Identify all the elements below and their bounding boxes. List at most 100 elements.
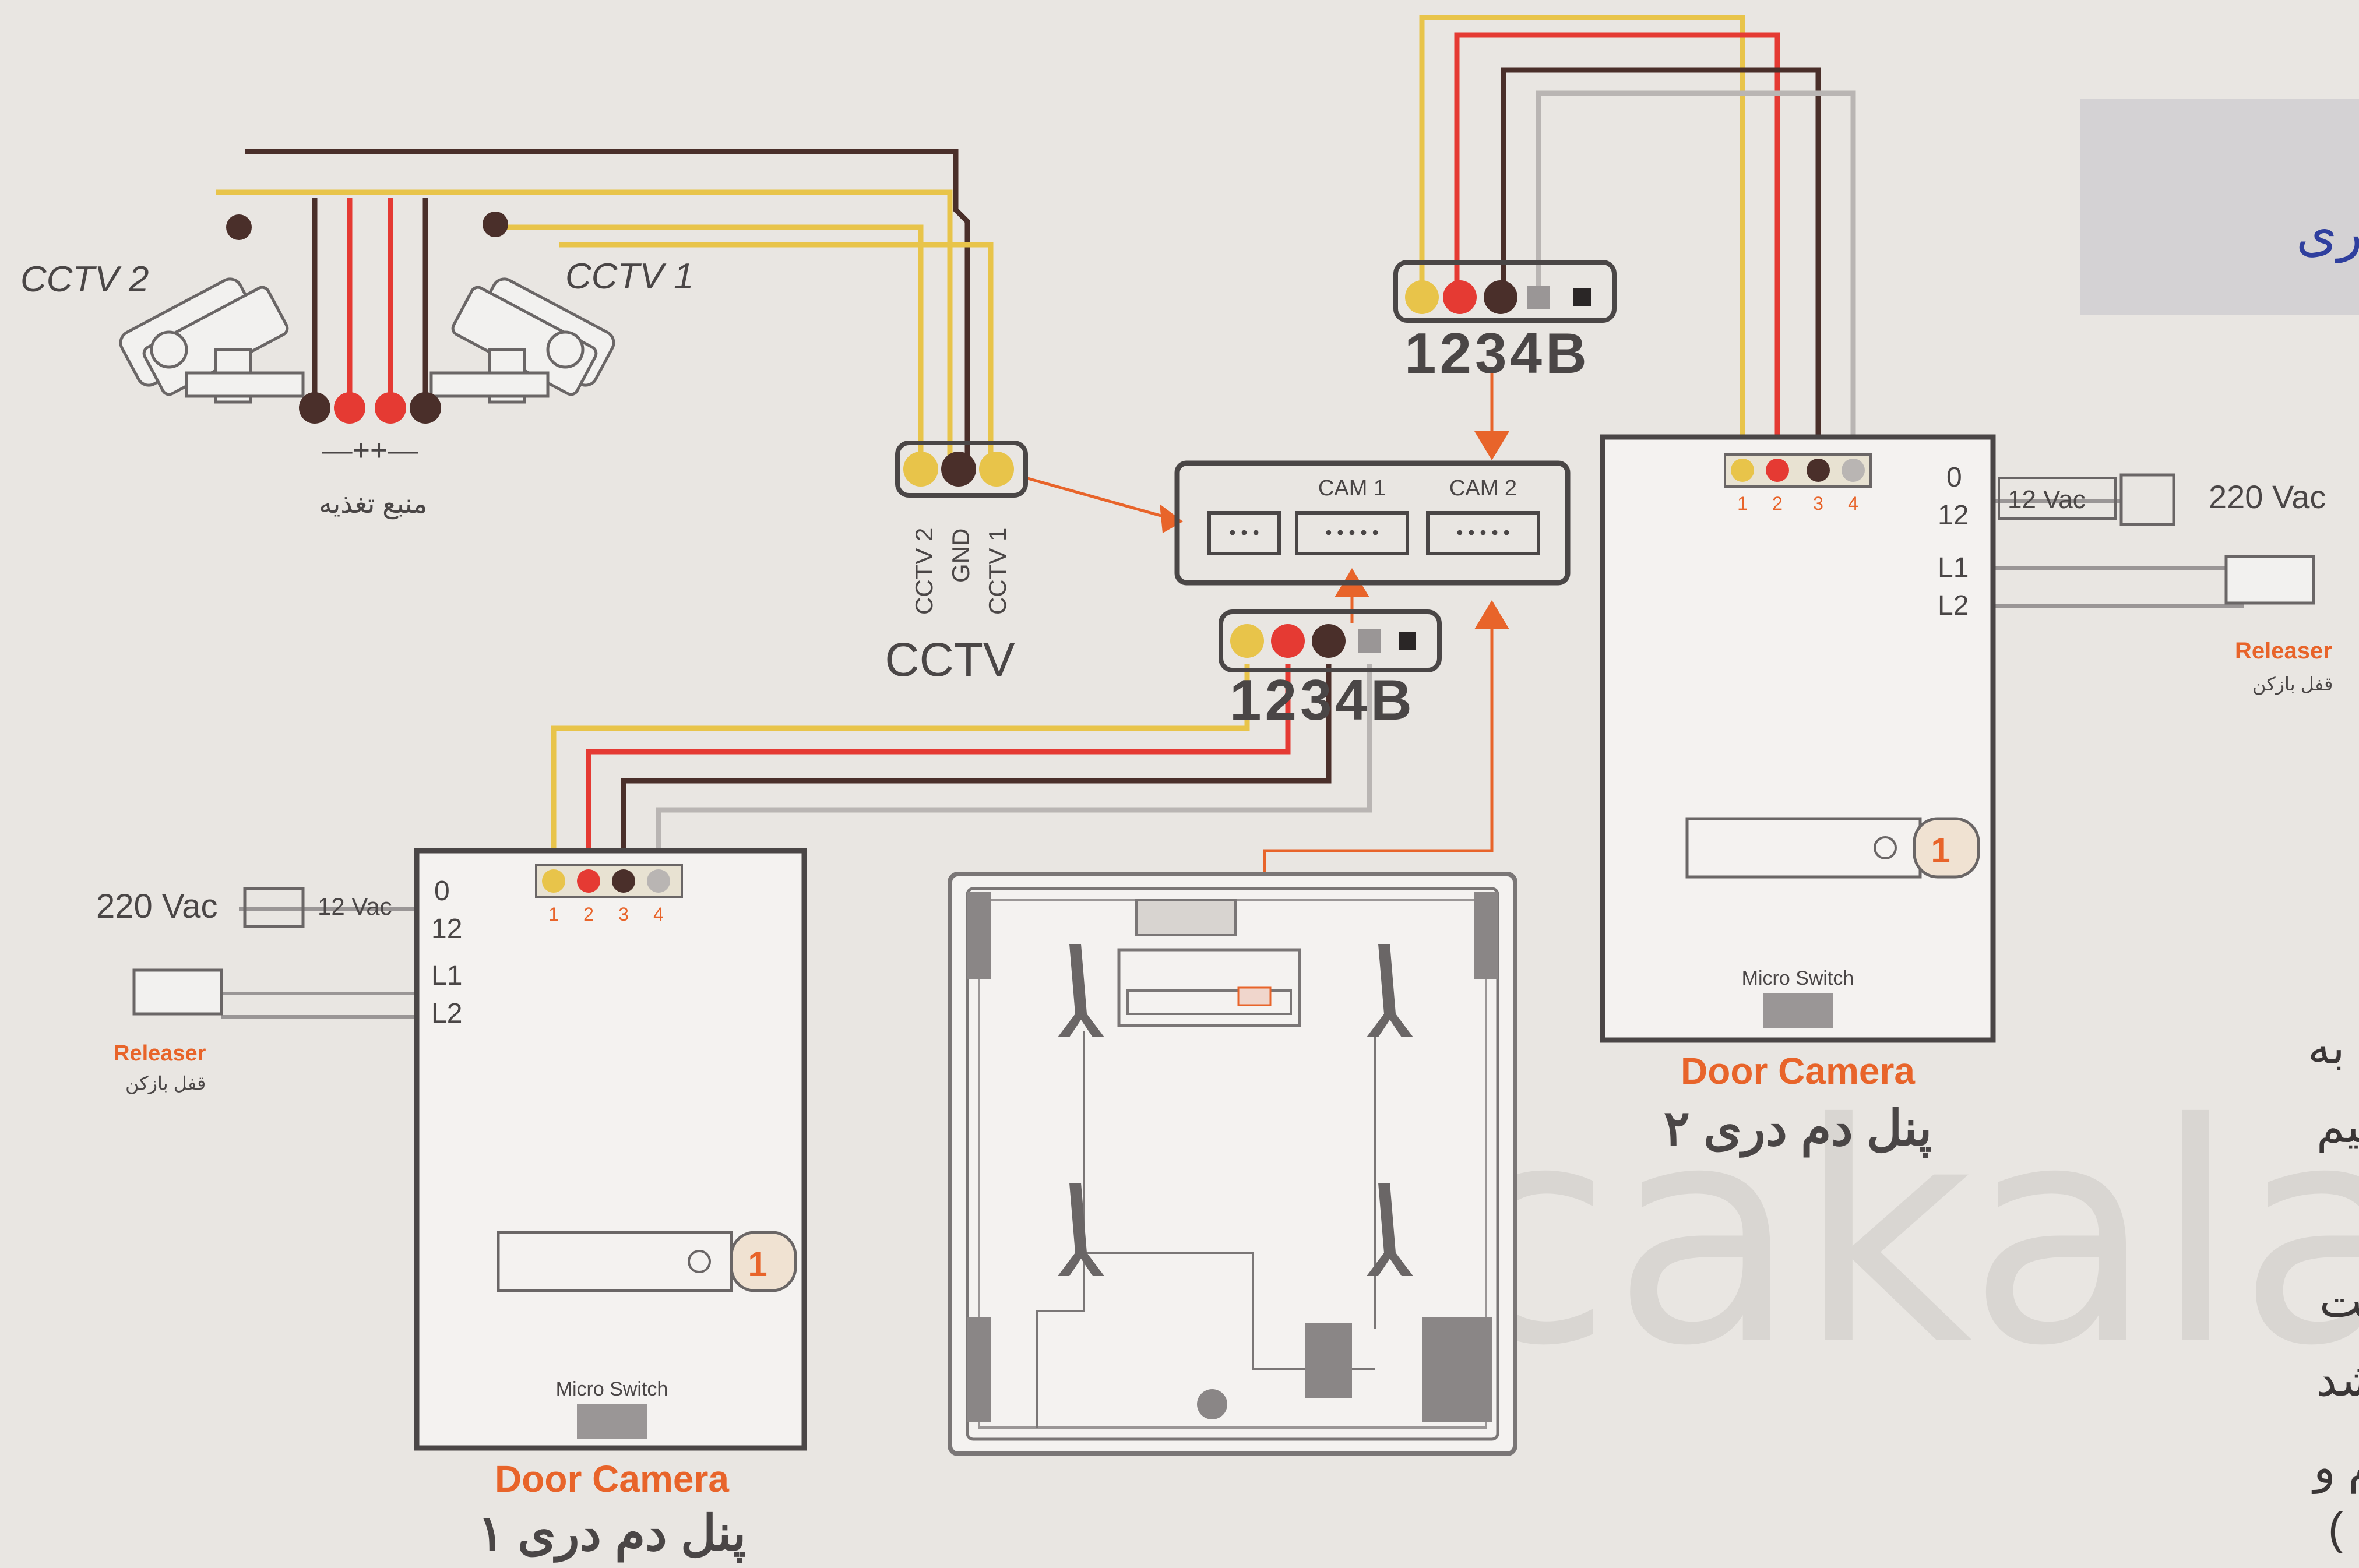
dc2-terminal-l1: L1 [1938,552,1969,583]
dc2-title: Door Camera [1681,1050,1915,1092]
door-camera-2-panel [1600,434,1996,1043]
svg-text:(: ( [2328,1503,2343,1554]
svg-text:1: 1 [1737,493,1748,514]
cctv-connector [895,441,1028,498]
dc1-led-icon [688,1250,711,1273]
dc1-call-button-label: 1 [748,1245,767,1284]
dc1-call-button [730,1231,797,1292]
cam1-label: CAM 1 [1318,476,1386,501]
power-caption: منبع تغذیه [319,488,427,520]
board-port-cam2-pins: • • • • • [1456,522,1510,543]
dc2-title-fa: پنل دم دری ۲ [1664,1101,1932,1158]
cctv1-terminal [483,212,508,237]
cctv2-camera-icon [119,277,305,404]
top-connector-label: 1234B [1404,321,1590,385]
dc2-releaser-icon [2224,555,2315,605]
dc1-title-fa: پنل دم دری ۱ [478,1506,747,1563]
dc2-voltage-out-box [1998,477,2117,520]
cctv2-terminal [226,214,252,240]
dc2-micro-switch [1763,993,1833,1028]
dc1-terminal-l2: L2 [431,998,462,1029]
dc1-releaser-label: Releaser [114,1041,206,1066]
svg-text:3: 3 [618,904,629,925]
cctv2-label: CCTV 2 [20,259,149,299]
dc2-micro-switch-label: Micro Switch [1742,967,1854,989]
svg-text:1: 1 [548,904,559,925]
dc1-terminal-12: 12 [431,914,462,945]
dc2-terminal-0: 0 [1946,462,1962,493]
dc1-title: Door Camera [495,1458,729,1500]
top-connector [1393,260,1617,323]
dc1-voltage-out: 12 Vac [318,893,392,920]
cctv-connector-label: CCTV [885,633,1015,686]
side-header-panel [2080,99,2359,315]
board-port-cam2 [1426,511,1540,555]
signal-arrowheads [1160,431,1509,629]
bottom-connector-pin-2 [1271,624,1305,658]
dc1-transformer-icon [243,887,305,928]
bottom-connector [1219,609,1442,672]
svg-text:4: 4 [653,904,664,925]
cctv-pin-2 [979,452,1014,487]
svg-text:شد: شد [2316,1354,2359,1405]
cam2-label: CAM 2 [1449,476,1517,501]
dc2-releaser-label: Releaser [2235,638,2332,664]
monitor-back-panel [948,872,1517,1456]
cctv1-label: CCTV 1 [565,256,693,297]
board-port-aux [1207,511,1281,555]
side-header-text: دری [2296,204,2359,263]
cctv1-camera-icon [429,277,615,404]
svg-text:4: 4 [1848,493,1858,514]
dc2-call-button-label: 1 [1931,831,1950,870]
cctv-pin-label-3: CCTV 1 [984,528,1011,615]
dc1-terminal-0: 0 [434,876,450,907]
svg-text:ن به: ن به [2308,1022,2359,1073]
bottom-connector-label: 1234B [1230,668,1416,732]
cctv-pin-1 [903,452,938,487]
dc1-micro-switch [577,1404,647,1439]
bottom-connector-pin-b [1399,632,1416,650]
svg-text:یت: یت [2319,1275,2359,1327]
dc2-call-button [1913,817,1980,879]
dc2-terminal-numbers: 1 2 3 4 [1737,493,1858,514]
top-connector-pin-3 [1484,280,1517,314]
svg-text:م و: م و [2311,1442,2359,1495]
board-port-cam1-pins: • • • • • [1325,522,1379,543]
svg-text:2: 2 [583,904,594,925]
svg-text:3: 3 [1813,493,1823,514]
dc2-transformer-icon [2119,473,2175,526]
wires [216,15,2244,1019]
dc1-terminal-l1: L1 [431,960,462,991]
dc2-terminal-12: 12 [1938,500,1969,531]
top-connector-pin-b [1573,288,1591,306]
bottom-connector-pin-4 [1358,629,1381,653]
dc2-voltage-in: 220 Vac [2209,478,2326,515]
bottom-connector-pin-3 [1312,624,1346,658]
dc1-voltage-in: 220 Vac [96,887,218,925]
dc1-releaser-icon [132,968,223,1016]
monitor-board [1174,460,1571,586]
svg-text:2: 2 [1772,493,1783,514]
board-port-cam1 [1295,511,1409,555]
side-text: ن به سیم یت شد م و ( [2308,1022,2359,1554]
power-polarity: —++— [322,434,418,467]
dc1-releaser-fa: قفل بازکن [125,1073,206,1094]
board-port-aux-pins: • • • [1229,522,1259,543]
dc2-voltage-out: 12 Vac [2008,485,2086,514]
top-connector-pin-1 [1405,280,1439,314]
svg-text:سیم: سیم [2316,1101,2359,1153]
dc1-terminal-numbers: 1 2 3 4 [548,904,664,925]
dc2-led-icon [1874,836,1897,859]
dc2-terminal-l2: L2 [1938,590,1969,621]
power-supply-terminals [299,392,441,424]
bottom-connector-pin-1 [1230,624,1264,658]
top-connector-pin-4 [1527,286,1550,309]
dc1-micro-switch-label: Micro Switch [556,1378,668,1400]
door-camera-1-panel [414,848,807,1451]
cctv-pin-label-1: CCTV 2 [910,528,938,615]
dc2-releaser-fa: قفل بازکن [2252,674,2333,695]
cctv-pin-label-2: GND [947,528,974,583]
top-connector-pin-2 [1443,280,1477,314]
cctv-pin-gnd [941,452,976,487]
